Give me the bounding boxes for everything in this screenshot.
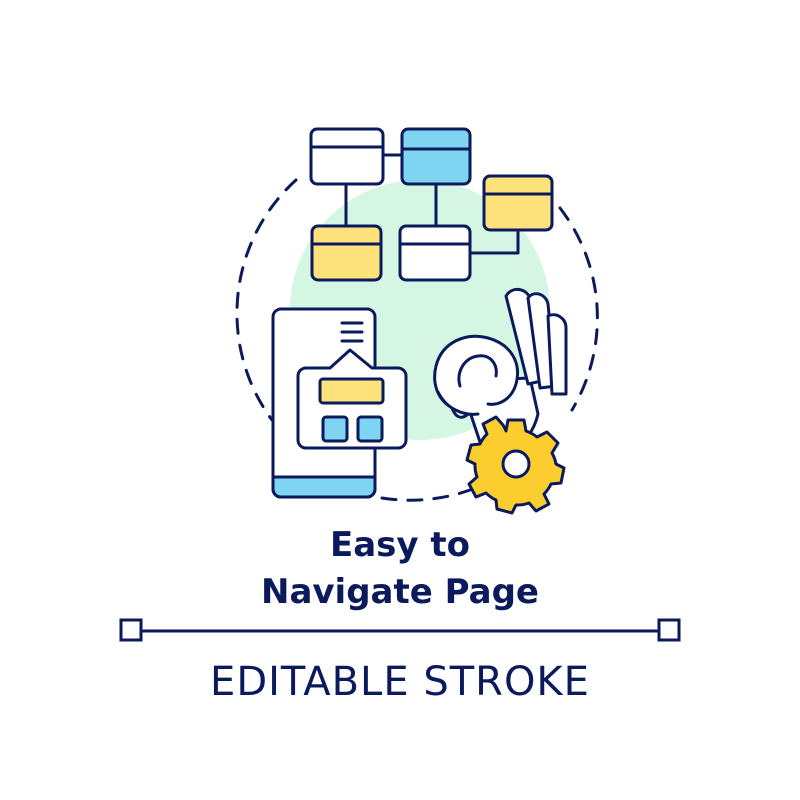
right-anchor-handle [657, 618, 681, 642]
sitemap-diagram-icon [309, 127, 554, 282]
editable-stroke-divider [119, 618, 681, 642]
smartphone-icon [271, 307, 408, 499]
gear-icon [465, 415, 566, 515]
dashed-circle-frame-right [558, 206, 599, 412]
title-line-2: Navigate Page [261, 572, 539, 612]
dashed-circle-frame-bottom [380, 488, 472, 502]
editable-stroke-label: EDITABLE STROKE [210, 659, 590, 705]
title-line-1: Easy to [329, 525, 471, 565]
concept-illustration [235, 127, 599, 515]
dashed-circle-frame [235, 178, 298, 422]
left-anchor-handle [119, 618, 143, 642]
